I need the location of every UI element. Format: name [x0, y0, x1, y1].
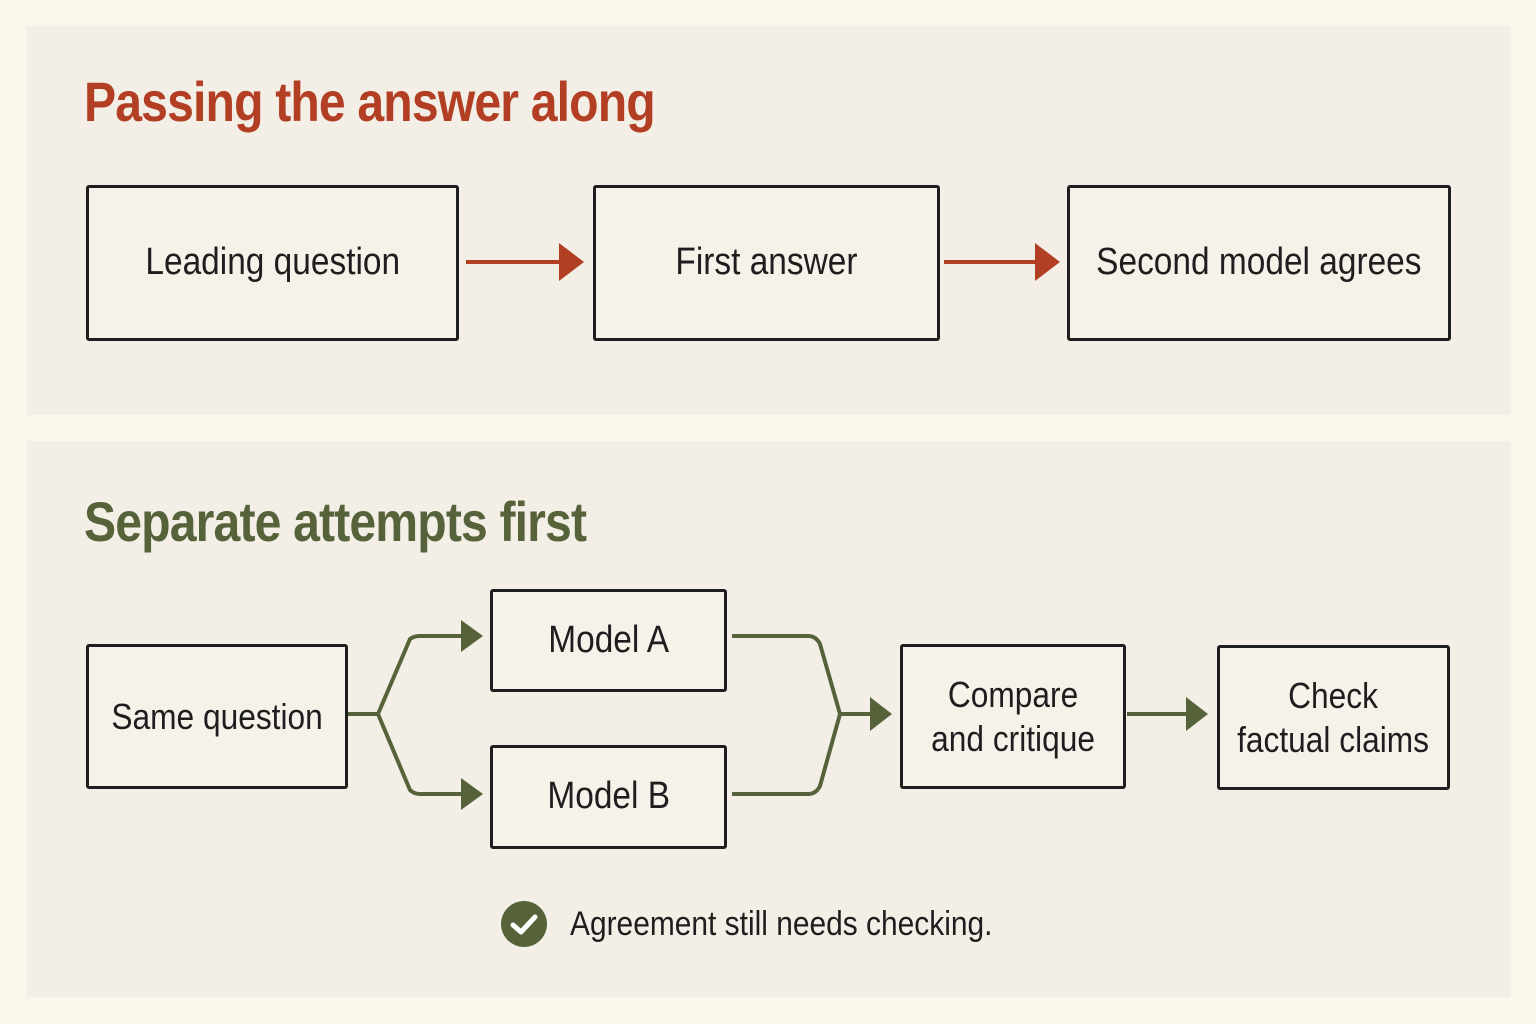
agreement-note: Agreement still needs checking. — [500, 900, 1050, 948]
model-a-label: Model A — [548, 618, 669, 661]
merge-connector — [732, 634, 892, 796]
compare-critique-label: Compare and critique — [931, 674, 1095, 759]
leading-question-box: Leading question — [86, 185, 459, 341]
first-answer-box: First answer — [593, 185, 940, 341]
compare-critique-box: Compare and critique — [900, 644, 1126, 789]
arrow-compare-to-check — [1127, 697, 1208, 731]
same-question-box: Same question — [86, 644, 348, 789]
split-connector — [348, 620, 483, 810]
bottom-section-title: Separate attempts first — [84, 490, 587, 553]
model-b-box: Model B — [490, 745, 727, 849]
agreement-note-text: Agreement still needs checking. — [570, 904, 993, 943]
second-model-agrees-box: Second model agrees — [1067, 185, 1451, 341]
first-answer-label: First answer — [675, 241, 858, 284]
second-model-agrees-label: Second model agrees — [1096, 241, 1422, 284]
same-question-label: Same question — [111, 695, 323, 737]
check-factual-claims-label: Check factual claims — [1237, 675, 1430, 760]
arrow-leading-to-first — [466, 243, 584, 281]
top-section-title: Passing the answer along — [84, 70, 656, 133]
model-a-box: Model A — [490, 589, 727, 692]
model-b-label: Model B — [547, 775, 670, 818]
check-factual-claims-box: Check factual claims — [1217, 645, 1450, 790]
leading-question-label: Leading question — [145, 241, 400, 284]
arrow-first-to-second — [944, 243, 1060, 281]
check-circle-icon — [501, 901, 547, 947]
